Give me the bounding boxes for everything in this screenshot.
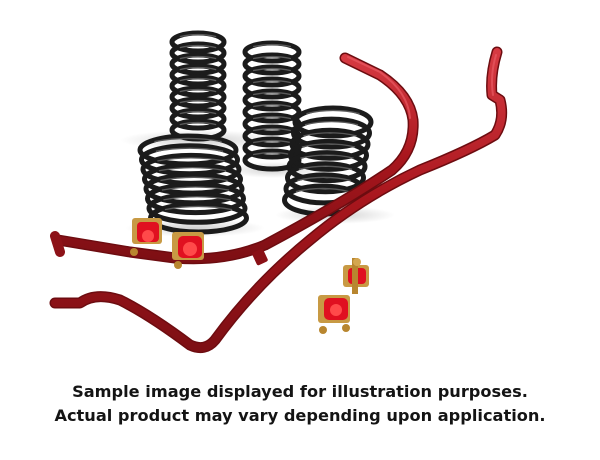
- spring-highlight: [252, 127, 292, 132]
- spring-coil: [286, 150, 368, 184]
- caption: Sample image displayed for illustration …: [0, 380, 600, 428]
- spring-coil: [285, 161, 366, 195]
- spring-highlight: [252, 43, 292, 48]
- spring-highlight: [252, 115, 292, 120]
- spring-rear-left: [169, 30, 227, 142]
- spring-highlight: [306, 109, 360, 115]
- spring-coil: [242, 52, 302, 76]
- spring-highlight: [154, 137, 222, 143]
- bushing-rear-left: [130, 218, 162, 256]
- spring-coil: [242, 100, 302, 124]
- spring-coil: [169, 74, 227, 98]
- spring-highlight: [252, 91, 292, 96]
- spring-highlight: [155, 147, 224, 152]
- spring-coil: [169, 30, 227, 54]
- spring-highlight: [298, 165, 353, 170]
- spring-coil: [169, 85, 227, 109]
- spring-highlight: [179, 121, 217, 126]
- spring-highlight: [252, 67, 292, 72]
- spring-highlight: [179, 77, 217, 82]
- spring-highlight: [179, 33, 217, 38]
- spring-highlight: [252, 55, 292, 60]
- spring-highlight: [252, 151, 292, 156]
- spring-coil: [169, 96, 227, 120]
- rear-sway-bar: [50, 52, 419, 266]
- spring-highlight: [179, 44, 217, 49]
- spring-highlight: [179, 88, 217, 93]
- spring-coil: [291, 116, 372, 150]
- spring-highlight: [179, 55, 217, 60]
- spring-highlight: [179, 99, 217, 104]
- spring-highlight: [158, 166, 227, 172]
- spring-front-left: [137, 133, 249, 235]
- spring-coil: [292, 105, 374, 139]
- spring-highlight: [252, 79, 292, 84]
- end-link-right: [343, 258, 369, 294]
- product-photo: [49, 30, 508, 354]
- spring-highlight: [157, 157, 225, 162]
- spring-highlight: [300, 154, 354, 159]
- spring-highlight: [304, 120, 359, 126]
- spring-coil: [242, 76, 302, 100]
- spring-highlight: [179, 66, 217, 71]
- caption-line-2: Actual product may vary depending upon a…: [54, 406, 546, 425]
- spring-coil: [242, 64, 302, 88]
- spring-coil: [169, 41, 227, 65]
- spring-highlight: [161, 186, 230, 191]
- spring-coil: [289, 127, 371, 161]
- spring-coil: [288, 138, 369, 172]
- spring-coil: [242, 148, 302, 172]
- spring-coil: [242, 40, 302, 64]
- bushing-rear-right: [172, 232, 204, 269]
- bushing-front: [318, 295, 350, 334]
- spring-highlight: [295, 187, 350, 193]
- spring-highlight: [303, 132, 357, 137]
- spring-coil: [242, 88, 302, 112]
- spring-coil: [169, 63, 227, 87]
- spring-highlight: [164, 205, 233, 211]
- spring-highlight: [179, 110, 217, 115]
- spring-highlight: [163, 196, 231, 201]
- spring-coil: [145, 182, 246, 216]
- spring-highlight: [297, 176, 351, 182]
- spring-highlight: [160, 176, 228, 182]
- spring-coil: [169, 52, 227, 76]
- spring-coil: [169, 107, 227, 131]
- front-sway-bar: [49, 46, 508, 354]
- spring-coil: [146, 191, 248, 225]
- caption-line-1: Sample image displayed for illustration …: [72, 382, 528, 401]
- spring-highlight: [301, 143, 356, 148]
- spring-highlight: [252, 103, 292, 108]
- spring-highlight: [252, 139, 292, 144]
